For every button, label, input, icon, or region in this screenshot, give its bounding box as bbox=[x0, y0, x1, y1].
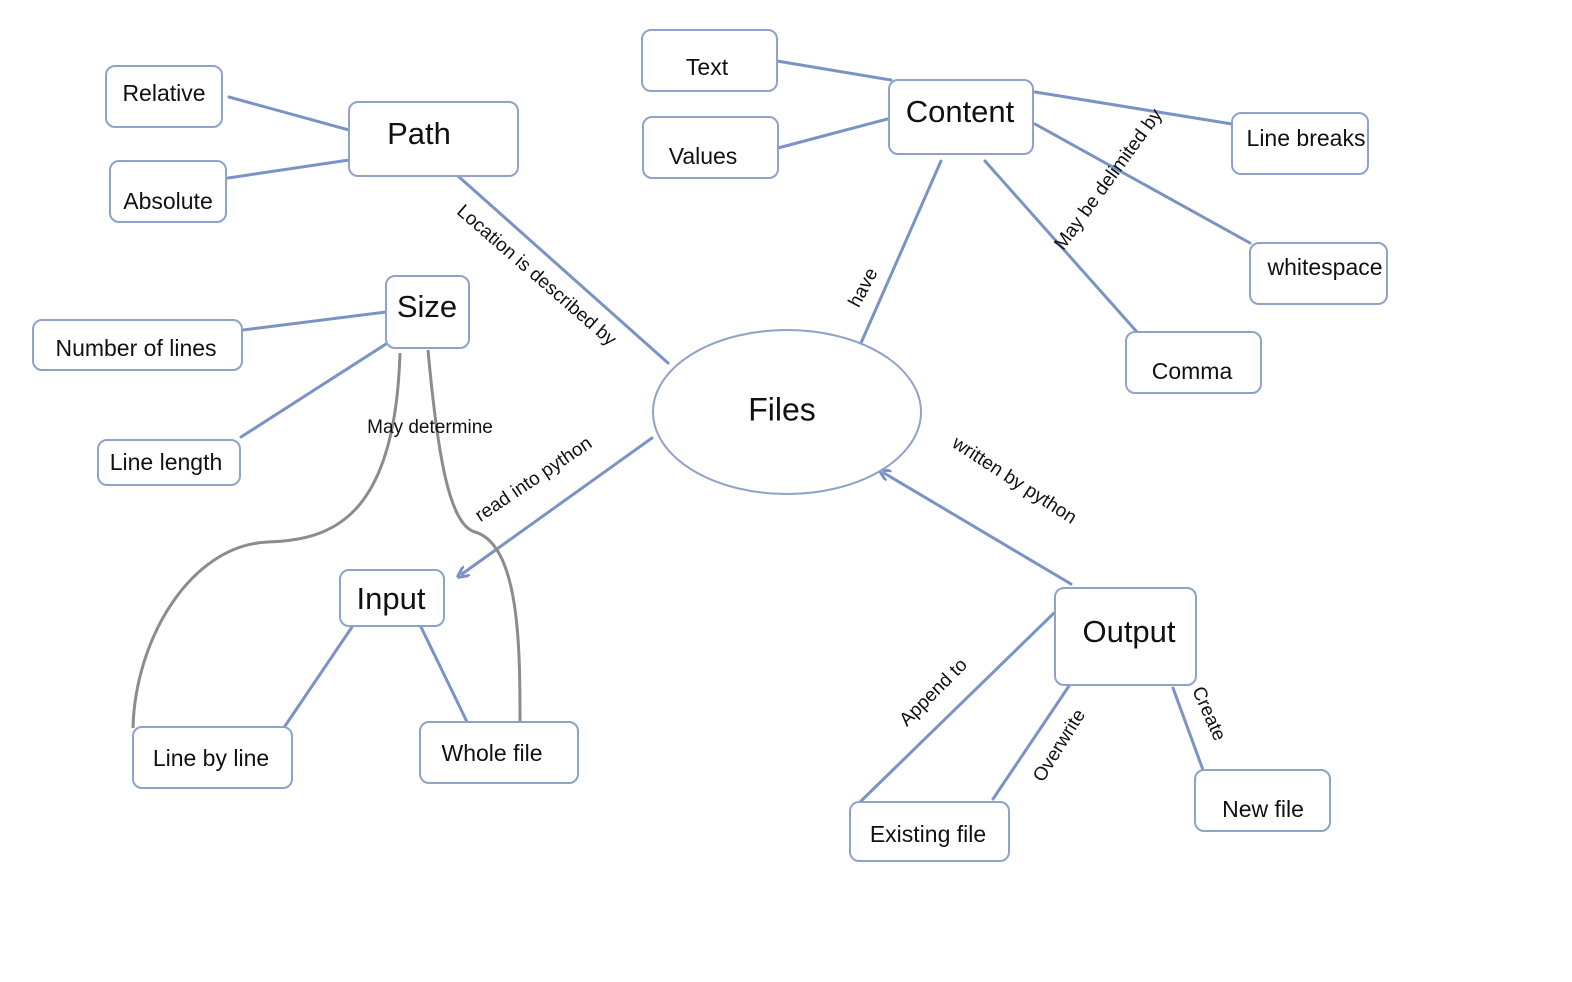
edge-label-location: Location is described by bbox=[453, 201, 621, 351]
node-label-line-by-line: Line by line bbox=[153, 745, 269, 771]
link-content-line-breaks bbox=[1033, 90, 1234, 126]
node-label-input: Input bbox=[357, 581, 426, 616]
node-label-new-file: New file bbox=[1222, 796, 1304, 822]
link-files-input bbox=[462, 436, 654, 574]
node-label-existing-file: Existing file bbox=[870, 821, 986, 847]
node-files: Files bbox=[652, 329, 922, 495]
link-input-whole-file bbox=[419, 625, 471, 728]
edge-label-delimited: May be delimited by bbox=[1050, 105, 1167, 254]
node-label-output: Output bbox=[1082, 614, 1175, 649]
edge-label-append: Append to bbox=[896, 655, 972, 731]
node-label-line-length: Line length bbox=[110, 449, 223, 475]
node-number-of-lines: Number of lines bbox=[32, 319, 243, 371]
curve-size-whole-file bbox=[426, 349, 522, 723]
link-relative-path bbox=[227, 95, 351, 132]
curve-size-line-by-line bbox=[131, 352, 402, 729]
link-content-files bbox=[859, 159, 943, 345]
edge-label-may-determine: May determine bbox=[367, 417, 493, 438]
link-output-files bbox=[884, 473, 1073, 586]
node-content: Content bbox=[888, 79, 1034, 155]
link-output-existing-overwrite bbox=[991, 681, 1073, 801]
node-label-whole-file: Whole file bbox=[442, 740, 543, 766]
node-label-text: Text bbox=[686, 54, 729, 80]
node-comma: Comma bbox=[1125, 331, 1262, 394]
node-absolute: Absolute bbox=[109, 160, 227, 223]
link-line-length-size bbox=[239, 342, 388, 439]
node-text: Text bbox=[641, 29, 778, 92]
node-relative: Relative bbox=[105, 65, 223, 128]
node-label-line-breaks: Line breaks bbox=[1247, 125, 1366, 151]
link-output-existing-append bbox=[858, 611, 1056, 804]
link-absolute-path bbox=[226, 158, 351, 180]
node-label-whitespace: whitespace bbox=[1266, 254, 1382, 280]
node-label-files: Files bbox=[748, 391, 816, 427]
link-number-of-lines-size bbox=[241, 310, 388, 332]
node-label-relative: Relative bbox=[122, 80, 205, 106]
node-size: Size bbox=[385, 275, 470, 349]
node-label-content: Content bbox=[906, 94, 1015, 129]
node-whole-file: Whole file bbox=[419, 721, 579, 784]
node-label-number-of-lines: Number of lines bbox=[55, 335, 216, 361]
link-values-content bbox=[776, 116, 893, 150]
node-values: Values bbox=[642, 116, 779, 179]
edge-label-create: Create bbox=[1187, 683, 1229, 744]
node-line-length: Line length bbox=[97, 439, 241, 486]
edge-label-read: read into python bbox=[471, 433, 596, 527]
node-line-by-line: Line by line bbox=[132, 726, 293, 789]
node-input: Input bbox=[339, 569, 445, 627]
link-text-content bbox=[775, 59, 893, 82]
link-content-whitespace bbox=[1033, 122, 1252, 245]
link-content-comma bbox=[983, 159, 1139, 334]
node-existing-file: Existing file bbox=[849, 801, 1010, 862]
edge-label-written: written by python bbox=[947, 432, 1080, 528]
node-label-comma: Comma bbox=[1152, 358, 1233, 384]
link-output-new-file bbox=[1171, 686, 1205, 772]
node-output: Output bbox=[1054, 587, 1197, 686]
link-input-line-by-line bbox=[281, 625, 354, 731]
connectors bbox=[131, 59, 1252, 804]
link-path-files bbox=[456, 174, 670, 365]
node-label-absolute: Absolute bbox=[123, 188, 213, 214]
node-label-values: Values bbox=[669, 143, 738, 169]
edge-label-overwrite: Overwrite bbox=[1029, 706, 1090, 786]
node-new-file: New file bbox=[1194, 769, 1331, 832]
node-whitespace: whitespace bbox=[1249, 242, 1388, 305]
node-line-breaks: Line breaks bbox=[1231, 112, 1369, 175]
node-label-path: Path bbox=[387, 116, 451, 151]
node-path: Path bbox=[348, 101, 519, 177]
node-label-size: Size bbox=[397, 289, 457, 324]
